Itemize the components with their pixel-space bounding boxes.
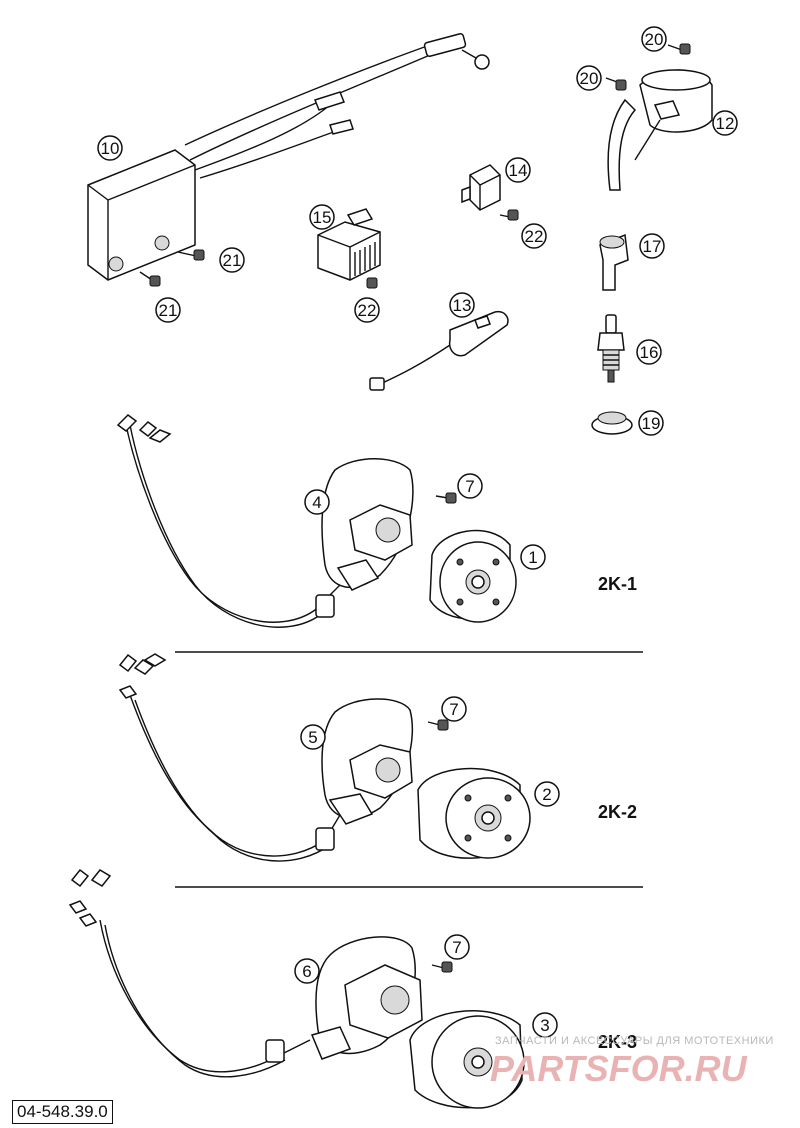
svg-text:13: 13 bbox=[453, 296, 472, 315]
document-code: 04-548.39.0 bbox=[12, 1100, 113, 1124]
screw-7b bbox=[427, 719, 449, 731]
svg-text:20: 20 bbox=[645, 30, 664, 49]
svg-text:3: 3 bbox=[540, 1016, 549, 1035]
flywheel-2 bbox=[417, 767, 531, 859]
cdi-unit bbox=[87, 32, 490, 281]
svg-text:12: 12 bbox=[716, 114, 735, 133]
svg-text:6: 6 bbox=[302, 962, 311, 981]
watermark-tagline: ЗАПЧАСТИ И АКСЕССУАРЫ ДЛЯ МОТОТЕХНИКИ bbox=[495, 1035, 774, 1047]
svg-text:4: 4 bbox=[312, 493, 321, 512]
svg-text:7: 7 bbox=[465, 477, 474, 496]
screw-21b bbox=[139, 271, 161, 287]
callout-6: 6 bbox=[294, 958, 320, 984]
spark-plug bbox=[597, 314, 625, 383]
flywheel-1 bbox=[429, 529, 517, 623]
screw-7a bbox=[435, 492, 457, 504]
variant-label-1: 2K-1 bbox=[598, 574, 637, 594]
callout-7c: 7 bbox=[444, 934, 470, 960]
svg-text:20: 20 bbox=[580, 69, 599, 88]
callout-14: 14 bbox=[505, 157, 531, 183]
callout-7b: 7 bbox=[441, 696, 467, 722]
callout-21a: 21 bbox=[219, 247, 245, 273]
callout-3: 3 bbox=[532, 1012, 558, 1038]
callout-21b: 21 bbox=[155, 297, 181, 323]
sealing-ring bbox=[591, 411, 633, 435]
svg-text:22: 22 bbox=[358, 301, 377, 320]
callout-13: 13 bbox=[449, 292, 475, 318]
callout-1: 1 bbox=[520, 544, 546, 570]
svg-text:7: 7 bbox=[449, 700, 458, 719]
ignition-coil bbox=[607, 69, 713, 191]
svg-text:15: 15 bbox=[313, 208, 332, 227]
variant-label-2: 2K-2 bbox=[598, 802, 637, 822]
svg-text:22: 22 bbox=[525, 227, 544, 246]
svg-text:21: 21 bbox=[159, 301, 178, 320]
callout-20a: 20 bbox=[641, 26, 667, 52]
svg-text:2: 2 bbox=[542, 785, 551, 804]
callout-2: 2 bbox=[534, 781, 560, 807]
svg-text:5: 5 bbox=[308, 728, 317, 747]
screw-22b bbox=[366, 277, 378, 289]
callout-22b: 22 bbox=[354, 297, 380, 323]
svg-text:21: 21 bbox=[223, 251, 242, 270]
screw-20a bbox=[667, 43, 691, 55]
callout-10: 10 bbox=[97, 135, 123, 161]
stator-5 bbox=[118, 653, 414, 862]
variant-label-3: 2K-3 bbox=[598, 1032, 637, 1052]
svg-text:19: 19 bbox=[642, 414, 661, 433]
stator-6 bbox=[68, 868, 423, 1078]
svg-text:7: 7 bbox=[452, 938, 461, 957]
watermark-logo: PARTSFOR.RU bbox=[490, 1048, 747, 1089]
callout-7a: 7 bbox=[457, 473, 483, 499]
svg-text:17: 17 bbox=[643, 237, 662, 256]
callout-19: 19 bbox=[638, 410, 664, 436]
stator-4 bbox=[116, 414, 414, 628]
callout-5: 5 bbox=[300, 724, 326, 750]
voltage-regulator bbox=[317, 208, 381, 281]
screw-21a bbox=[177, 249, 205, 261]
svg-text:14: 14 bbox=[509, 161, 528, 180]
svg-text:16: 16 bbox=[640, 343, 659, 362]
callout-4: 4 bbox=[304, 489, 330, 515]
callout-17: 17 bbox=[639, 233, 665, 259]
screw-20b bbox=[605, 77, 627, 91]
relay bbox=[461, 164, 501, 211]
flywheel-3 bbox=[409, 1010, 525, 1109]
spark-plug-cap bbox=[599, 233, 629, 291]
screw-7c bbox=[431, 961, 453, 973]
callout-12: 12 bbox=[712, 110, 738, 136]
callout-22a: 22 bbox=[521, 223, 547, 249]
screw-22a bbox=[499, 209, 519, 221]
callout-16: 16 bbox=[636, 339, 662, 365]
callout-20b: 20 bbox=[576, 65, 602, 91]
callout-15: 15 bbox=[309, 204, 335, 230]
svg-text:1: 1 bbox=[528, 548, 537, 567]
sensor-connector bbox=[369, 310, 509, 391]
svg-text:10: 10 bbox=[101, 139, 120, 158]
